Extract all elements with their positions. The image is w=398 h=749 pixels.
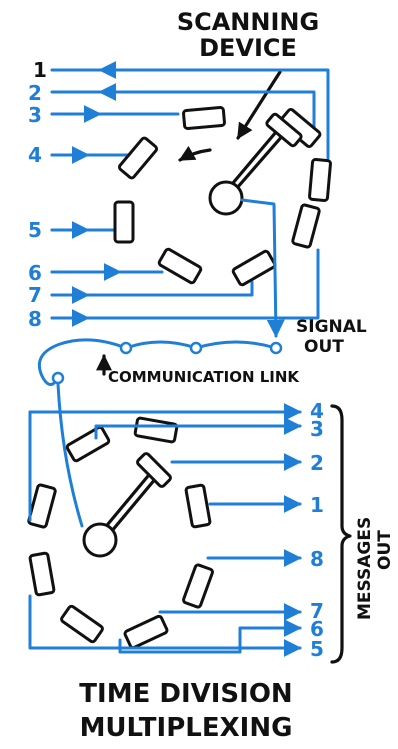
output-label-8: 8 <box>310 547 324 571</box>
signal-out-line-2: OUT <box>304 337 344 357</box>
input-label-3: 3 <box>28 103 42 127</box>
output-label-5: 5 <box>310 637 324 661</box>
input-wires <box>50 61 330 327</box>
communication-link-wire <box>37 338 278 386</box>
input-wire-7 <box>50 280 254 297</box>
output-wire-5 <box>28 594 302 657</box>
messages-out-line-1: MESSAGES <box>355 517 375 620</box>
bottom-wiper-head <box>136 452 172 488</box>
signal-out-label: SIGNAL OUT <box>296 317 367 357</box>
footer-title: TIME DIVISION MULTIPLEXING <box>79 679 292 743</box>
bottom-segment-3 <box>27 483 57 529</box>
title-line-1: SCANNING <box>177 8 319 36</box>
top-wiper-head <box>265 112 303 148</box>
input-label-6: 6 <box>28 261 42 285</box>
bottom-hub <box>82 522 118 558</box>
output-wire-3 <box>94 417 302 440</box>
bottom-segment-8 <box>184 483 212 529</box>
output-label-3: 3 <box>310 417 324 441</box>
top-segment-5 <box>157 247 203 285</box>
messages-out-label: MESSAGES OUT <box>355 517 395 620</box>
top-hub <box>208 180 244 216</box>
bottom-segment-4 <box>28 551 56 597</box>
rotation-arrow <box>178 145 212 162</box>
bottom-wiper <box>82 452 172 558</box>
footer-line-2: MULTIPLEXING <box>80 713 293 743</box>
top-segment-8 <box>308 158 332 202</box>
bottom-segment-7 <box>182 563 214 609</box>
bottom-segment-5 <box>60 604 104 644</box>
top-commutator <box>113 106 332 287</box>
output-label-4: 4 <box>310 399 324 423</box>
messages-brace <box>330 404 352 664</box>
top-segment-6 <box>231 249 277 287</box>
bottom-segment-2 <box>133 416 179 444</box>
top-segment-3 <box>117 136 159 180</box>
output-label-2: 2 <box>310 451 324 475</box>
output-label-7: 7 <box>310 599 324 623</box>
title-pointer-arrow <box>236 70 282 140</box>
output-label-6: 6 <box>310 617 324 641</box>
input-label-1: 1 <box>33 58 47 82</box>
title-scanning-device: SCANNING DEVICE <box>177 8 319 62</box>
input-label-4: 4 <box>28 143 42 167</box>
input-label-5: 5 <box>28 218 42 242</box>
bottom-segment-1 <box>65 425 111 463</box>
signal-out-line-1: SIGNAL <box>296 317 367 337</box>
title-line-2: DEVICE <box>199 34 297 62</box>
input-label-8: 8 <box>28 307 42 331</box>
bottom-commutator <box>27 416 214 650</box>
output-label-1: 1 <box>310 493 324 517</box>
messages-out-line-2: OUT <box>375 530 395 570</box>
top-segment-2 <box>182 106 226 130</box>
input-label-7: 7 <box>28 283 42 307</box>
top-segment-7 <box>291 203 321 249</box>
link-to-receiver-wire <box>56 382 84 528</box>
output-labels: 4 3 2 1 8 7 6 5 <box>310 399 324 661</box>
bottom-segment-6 <box>123 614 169 650</box>
top-segment-4 <box>113 200 135 244</box>
output-wires <box>28 403 302 657</box>
communication-link-label: COMMUNICATION LINK <box>108 368 300 386</box>
input-labels: 1 2 3 4 5 6 7 8 <box>28 58 47 331</box>
input-label-2: 2 <box>28 81 42 105</box>
footer-line-1: TIME DIVISION <box>79 679 292 709</box>
top-wiper <box>178 112 303 216</box>
signal-out-wire <box>240 198 285 338</box>
input-wire-8 <box>50 248 320 320</box>
